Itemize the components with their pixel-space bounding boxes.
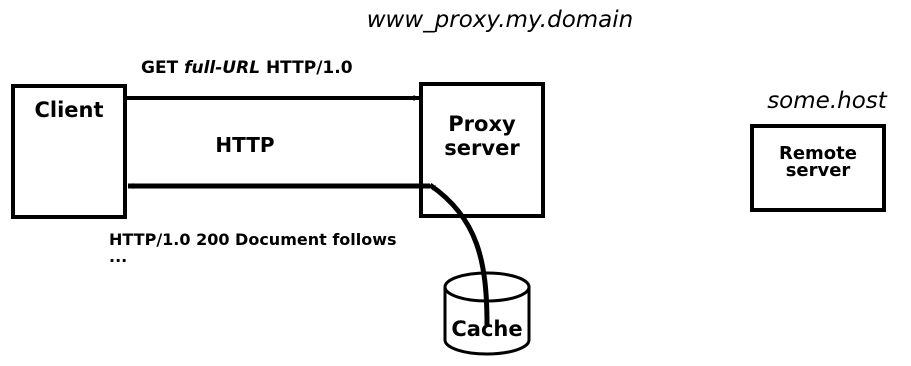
request-label: GET full-URL HTTP/1.0 (141, 58, 353, 78)
proxy-server-box (419, 82, 545, 218)
proxy-host-label: www_proxy.my.domain (367, 7, 634, 33)
client-box (11, 84, 127, 219)
remote-server-label-line2: server (786, 160, 851, 181)
response-continuation: ... (109, 247, 127, 266)
proxy-server-label-line2: server (444, 136, 520, 160)
request-url: full-URL (184, 58, 260, 78)
cache-label: Cache (451, 317, 522, 341)
remote-server-label-line1: Remote (779, 143, 857, 164)
remote-host-label: some.host (767, 88, 888, 114)
cache-cylinder (443, 271, 531, 356)
http-label: HTTP (215, 133, 274, 157)
request-method: GET (141, 58, 184, 78)
cache-to-proxy-arrow (428, 182, 490, 326)
request-version: HTTP/1.0 (260, 58, 353, 78)
response-status-line: HTTP/1.0 200 Document follows (109, 230, 397, 249)
client-label: Client (34, 98, 103, 122)
remote-server-box (750, 124, 886, 212)
proxy-server-label-line1: Proxy (448, 112, 516, 136)
